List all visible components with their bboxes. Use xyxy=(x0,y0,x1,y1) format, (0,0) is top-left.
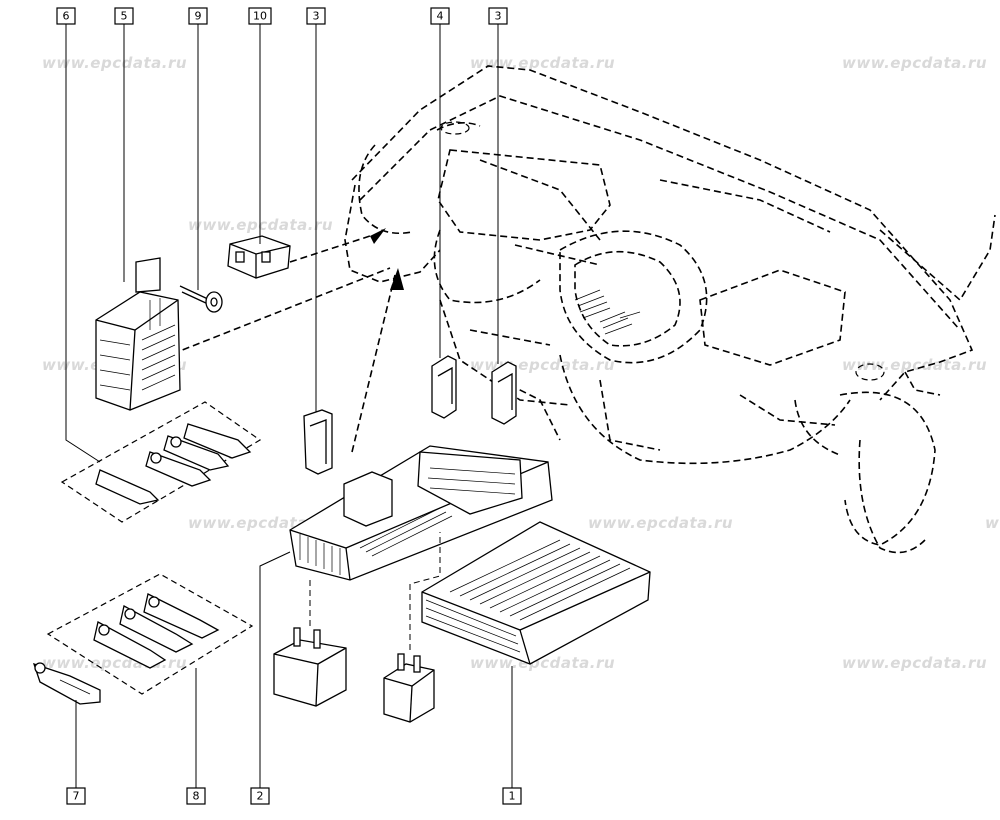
callout-label: 7 xyxy=(73,790,80,803)
callout-label: 10 xyxy=(253,10,267,23)
callout-3-right: 3 xyxy=(488,7,508,25)
fuse-box xyxy=(95,257,181,411)
callout-label: 8 xyxy=(193,790,200,803)
callout-label: 3 xyxy=(313,10,320,23)
watermark: www.epcdata.ru xyxy=(985,514,1000,532)
callout-8: 8 xyxy=(186,787,206,805)
callout-label: 4 xyxy=(437,10,444,23)
watermark: www.epcdata.ru xyxy=(42,654,187,672)
assembly-arrows xyxy=(151,228,404,453)
watermark: www.epcdata.ru xyxy=(470,654,615,672)
callout-label: 1 xyxy=(509,790,516,803)
callout-3-left: 3 xyxy=(306,7,326,25)
callout-4: 4 xyxy=(430,7,450,25)
callout-label: 5 xyxy=(121,10,128,23)
callout-label: 9 xyxy=(195,10,202,23)
leader-lines xyxy=(65,23,513,788)
callout-6: 6 xyxy=(56,7,76,25)
watermark: www.epcdata.ru xyxy=(470,356,615,374)
clip-4 xyxy=(431,355,457,419)
clip-right xyxy=(491,361,517,425)
callout-1: 1 xyxy=(502,787,522,805)
control-unit xyxy=(421,521,651,665)
watermark: www.epcdata.ru xyxy=(42,54,187,72)
terminal-set-8 xyxy=(46,573,254,695)
watermark: www.epcdata.ru xyxy=(588,514,733,532)
relay-right xyxy=(383,532,441,723)
watermark: www.epcdata.ru xyxy=(188,216,333,234)
callout-label: 3 xyxy=(495,10,502,23)
callout-7: 7 xyxy=(66,787,86,805)
clip-left xyxy=(303,409,333,475)
dashboard-outline xyxy=(344,65,996,554)
terminal-set-6 xyxy=(60,401,262,523)
callout-5: 5 xyxy=(114,7,134,25)
screw xyxy=(179,285,223,313)
callout-label: 6 xyxy=(63,10,70,23)
terminal-7 xyxy=(32,662,101,705)
relay-left xyxy=(273,580,347,707)
watermark: www.epcdata.ru xyxy=(842,654,987,672)
relay-connector xyxy=(227,235,291,279)
callout-label: 2 xyxy=(257,790,264,803)
callout-10: 10 xyxy=(248,7,272,25)
watermark: www.epcdata.ru xyxy=(470,54,615,72)
watermark: www.epcdata.ru xyxy=(842,54,987,72)
relay-board xyxy=(289,445,553,581)
callout-9: 9 xyxy=(188,7,208,25)
callout-2: 2 xyxy=(250,787,270,805)
watermark: www.epcdata.ru xyxy=(842,356,987,374)
